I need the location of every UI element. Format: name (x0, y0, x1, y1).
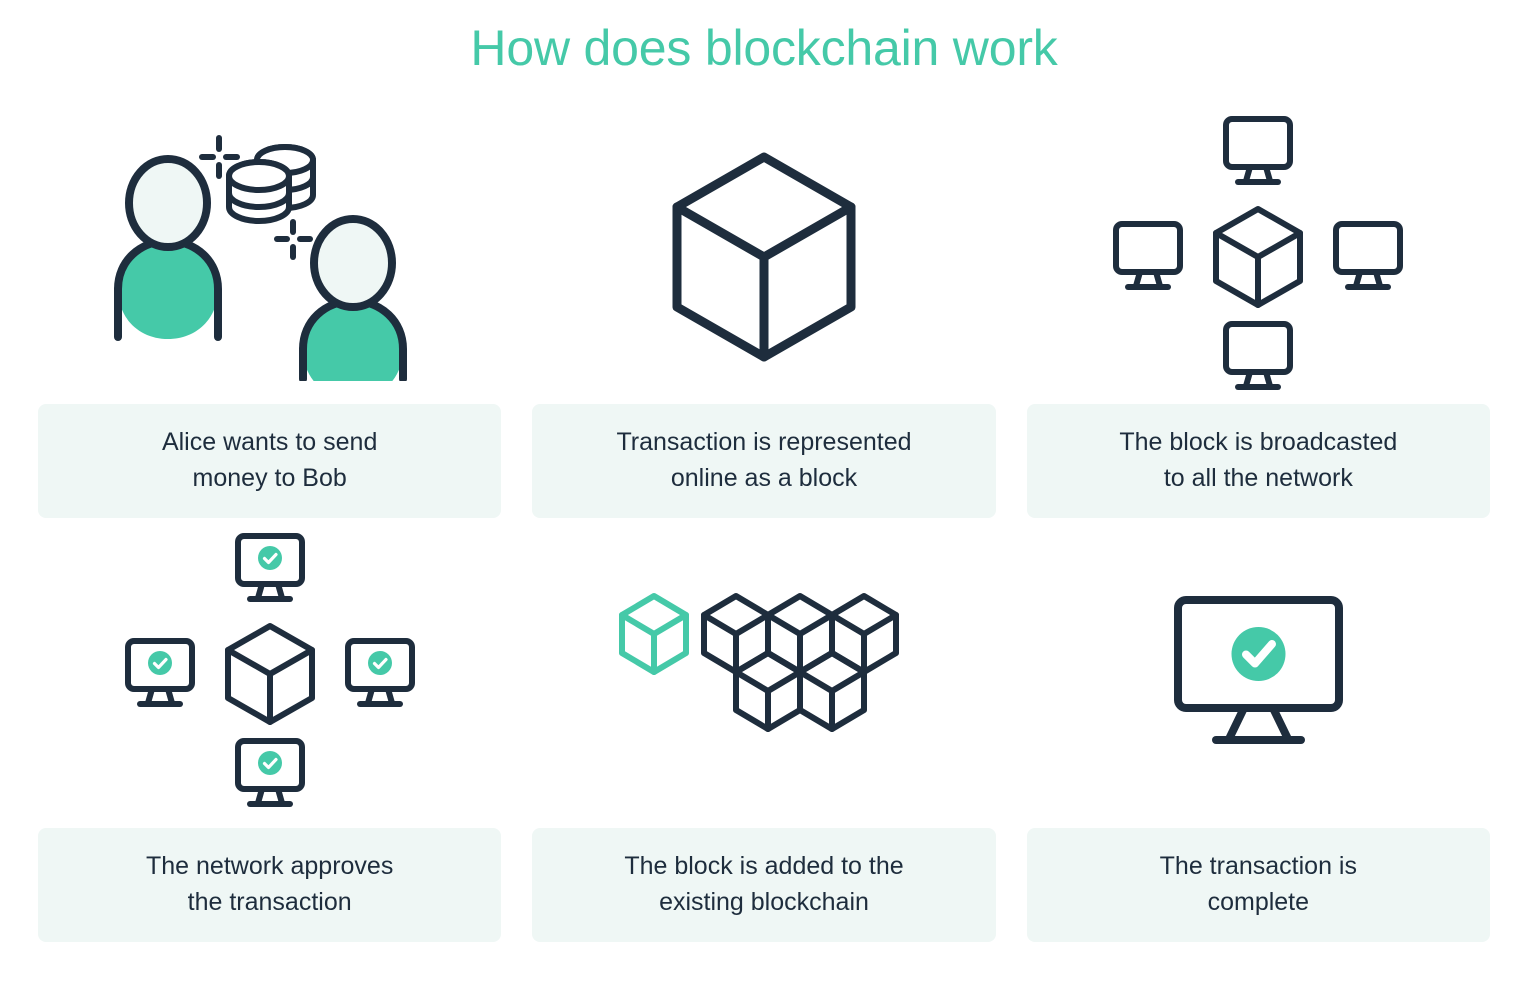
step-5-illustration (532, 518, 995, 828)
step-4-caption: The network approves the transaction (38, 828, 502, 942)
step-1-illustration (38, 108, 501, 404)
block-broadcast-network-icon (1113, 116, 1404, 390)
check-icon (1241, 640, 1276, 668)
caption-line-1: The transaction is (1159, 852, 1357, 880)
chain-cube-bottom-2-icon (796, 650, 867, 732)
monitor-right-approved-icon (344, 638, 415, 707)
center-block-cube-icon (224, 623, 315, 725)
step-6-caption: The transaction is complete (1026, 828, 1490, 942)
blockchain-cube-cluster-icon (618, 593, 899, 732)
step-card-6: The transaction is complete (1026, 518, 1490, 976)
step-3-caption: The block is broadcasted to all the netw… (1026, 404, 1490, 518)
sparkle-icon (273, 219, 313, 260)
steps-grid: Alice wants to send money to Bob Transac… (38, 108, 1490, 976)
caption-line-1: The block is added to the (624, 852, 904, 880)
monitor-left-approved-icon (124, 638, 195, 707)
caption-line-2: to all the network (1163, 464, 1353, 492)
step-card-1: Alice wants to send money to Bob (38, 108, 502, 518)
caption-line-1: Alice wants to send (161, 428, 378, 456)
network-approval-checkmarks-icon (124, 533, 415, 807)
monitor-top-icon (1223, 116, 1294, 185)
monitor-bottom-icon (1223, 321, 1294, 390)
new-block-cube-icon (618, 593, 689, 675)
page-title: How does blockchain work (470, 20, 1058, 76)
caption-line-2: money to Bob (192, 464, 347, 492)
monitor-bottom-approved-icon (234, 738, 305, 807)
caption-line-1: The network approves (145, 852, 394, 880)
person-alice-icon (113, 155, 222, 341)
monitor-left-icon (1113, 221, 1184, 290)
step-6-illustration (1027, 518, 1490, 828)
center-block-cube-icon (1213, 206, 1304, 308)
person-bob-icon (298, 215, 407, 381)
step-card-2: Transaction is represented online as a b… (532, 108, 996, 518)
step-card-3: The block is broadcasted to all the netw… (1026, 108, 1490, 518)
step-2-caption: Transaction is represented online as a b… (532, 404, 996, 518)
step-5-caption: The block is added to the existing block… (532, 828, 996, 942)
step-card-5: The block is added to the existing block… (532, 518, 996, 976)
single-block-cube-icon (672, 152, 856, 361)
step-card-4: The network approves the transaction (38, 518, 502, 976)
caption-line-1: The block is broadcasted (1119, 428, 1398, 456)
caption-line-2: the transaction (187, 888, 352, 916)
step-4-illustration (38, 518, 501, 828)
coin-stack-front-icon (225, 159, 292, 224)
monitor-right-icon (1333, 221, 1404, 290)
step-2-illustration (532, 108, 995, 404)
monitor-transaction-complete-icon (1173, 596, 1343, 744)
caption-line-2: complete (1207, 888, 1310, 916)
caption-line-2: online as a block (670, 464, 858, 492)
chain-cube-bottom-1-icon (732, 650, 803, 732)
step-3-illustration (1027, 108, 1490, 404)
caption-line-2: existing blockchain (659, 888, 869, 916)
caption-line-1: Transaction is represented (616, 428, 912, 456)
two-people-with-coins-icon (113, 135, 407, 381)
monitor-top-approved-icon (234, 533, 305, 602)
sparkle-icon (198, 135, 240, 179)
step-1-caption: Alice wants to send money to Bob (38, 404, 502, 518)
monitor-icon (1173, 596, 1343, 744)
